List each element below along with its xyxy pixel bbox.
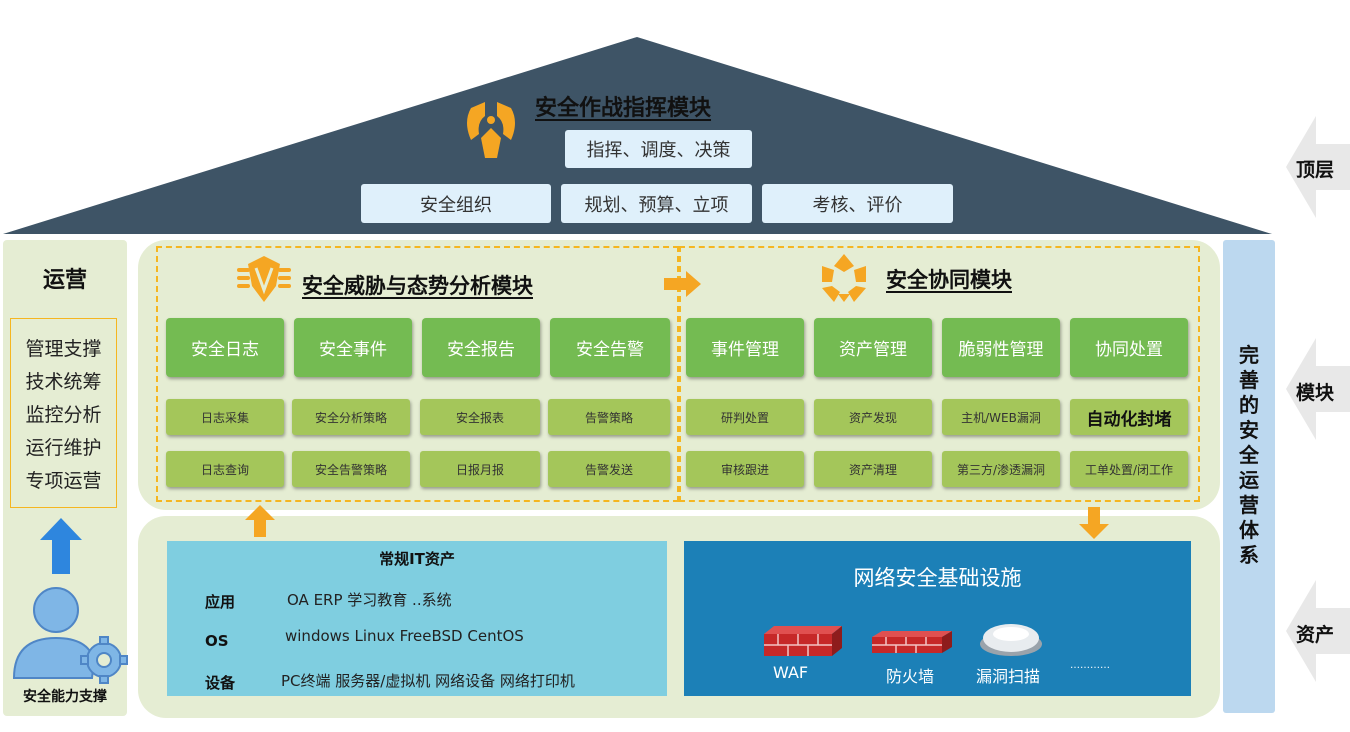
scanner-label: 漏洞扫描	[976, 667, 1041, 686]
arrow-down-orange-icon	[1079, 507, 1109, 539]
it-row-value: OA ERP 学习教育 ..系统	[287, 591, 452, 609]
threat-sub-box: 日报月报	[420, 451, 540, 487]
firewall-label: 防火墙	[886, 667, 935, 686]
operations-title: 运营	[42, 268, 87, 293]
threat-main-box: 安全告警	[550, 318, 670, 377]
side-label-module: 模块	[1296, 382, 1335, 404]
side-label-top: 顶层	[1296, 159, 1335, 181]
firewall-icon	[872, 631, 952, 653]
column-char: 营	[1239, 493, 1259, 517]
collab-sub-box: 自动化封堵	[1070, 399, 1188, 435]
threat-sub-box: 安全报表	[420, 399, 540, 435]
column-char: 完	[1239, 343, 1259, 367]
it-assets-title: 常规IT资产	[379, 550, 455, 568]
side-arrow-asset	[1286, 580, 1350, 682]
threat-main-box: 安全日志	[166, 318, 284, 377]
it-row-value: windows Linux FreeBSD CentOS	[285, 627, 524, 645]
column-char: 运	[1239, 468, 1259, 492]
command-module-icon	[467, 102, 515, 158]
waf-icon	[764, 626, 842, 656]
capability-support-label: 安全能力支撑	[23, 689, 107, 705]
it-row-value: PC终端 服务器/虚拟机 网络设备 网络打印机	[281, 672, 575, 690]
roof-box-plan: 规划、预算、立项	[561, 184, 752, 223]
it-row-label: OS	[205, 632, 229, 650]
user-support-icon	[12, 587, 128, 684]
more-label: …………	[1070, 660, 1110, 671]
security-system-text: 完 善 的 安 全 运 营 体 系	[1223, 343, 1275, 568]
operations-item: 运行维护	[25, 436, 102, 459]
threat-sub-box: 告警发送	[548, 451, 670, 487]
operations-item: 技术统筹	[25, 370, 102, 393]
command-box: 指挥、调度、决策	[565, 130, 752, 168]
it-row-label: 设备	[205, 674, 236, 692]
side-arrow-top	[1286, 116, 1350, 218]
threat-sub-box: 安全分析策略	[292, 399, 410, 435]
collab-module-border	[679, 246, 1200, 502]
collab-main-box: 协同处置	[1070, 318, 1188, 377]
threat-sub-box: 安全告警策略	[292, 451, 410, 487]
collab-sub-box: 研判处置	[686, 399, 804, 435]
arrow-up-icon	[40, 518, 82, 574]
column-char: 全	[1239, 443, 1259, 467]
threat-analysis-icon	[237, 256, 291, 302]
collab-sub-box: 资产发现	[814, 399, 932, 435]
it-row-label: 应用	[205, 593, 236, 611]
threat-sub-box: 日志采集	[166, 399, 284, 435]
threat-sub-box: 告警策略	[548, 399, 670, 435]
threat-sub-box: 日志查询	[166, 451, 284, 487]
roof-box-eval: 考核、评价	[762, 184, 953, 223]
threat-module-title: 安全威胁与态势分析模块	[302, 274, 533, 298]
collab-sub-box: 审核跟进	[686, 451, 804, 487]
column-char: 系	[1239, 543, 1259, 567]
collaboration-icon	[822, 254, 866, 302]
arrow-up-orange-icon	[245, 505, 275, 537]
collab-module-title: 安全协同模块	[886, 268, 1012, 292]
column-char: 体	[1239, 518, 1259, 542]
waf-label: WAF	[773, 663, 809, 682]
operations-item: 专项运营	[25, 469, 102, 492]
network-infra-box	[684, 541, 1191, 696]
column-char: 安	[1239, 418, 1259, 442]
column-char: 善	[1239, 368, 1259, 392]
network-infra-title: 网络安全基础设施	[853, 566, 1022, 590]
arrow-right-icon	[664, 271, 701, 297]
vulnerability-scanner-icon	[980, 624, 1042, 656]
side-label-asset: 资产	[1296, 624, 1335, 646]
operations-list: 管理支撑 技术统筹 监控分析 运行维护 专项运营	[10, 318, 117, 508]
threat-main-box: 安全事件	[294, 318, 412, 377]
operations-item: 监控分析	[25, 403, 102, 426]
collab-main-box: 脆弱性管理	[942, 318, 1060, 377]
operations-item: 管理支撑	[25, 337, 102, 360]
collab-sub-box: 第三方/渗透漏洞	[942, 451, 1060, 487]
collab-sub-box: 主机/WEB漏洞	[942, 399, 1060, 435]
security-system-column	[1223, 240, 1275, 713]
collab-sub-box: 工单处置/闭工作	[1070, 451, 1188, 487]
column-char: 的	[1239, 393, 1259, 417]
roof-title: 安全作战指挥模块	[535, 96, 712, 121]
it-assets-box	[167, 541, 667, 696]
roof-box-org: 安全组织	[361, 184, 551, 223]
collab-main-box: 事件管理	[686, 318, 804, 377]
side-arrow-module	[1286, 338, 1350, 440]
threat-main-box: 安全报告	[422, 318, 540, 377]
threat-module-border	[156, 246, 679, 502]
collab-main-box: 资产管理	[814, 318, 932, 377]
collab-sub-box: 资产清理	[814, 451, 932, 487]
